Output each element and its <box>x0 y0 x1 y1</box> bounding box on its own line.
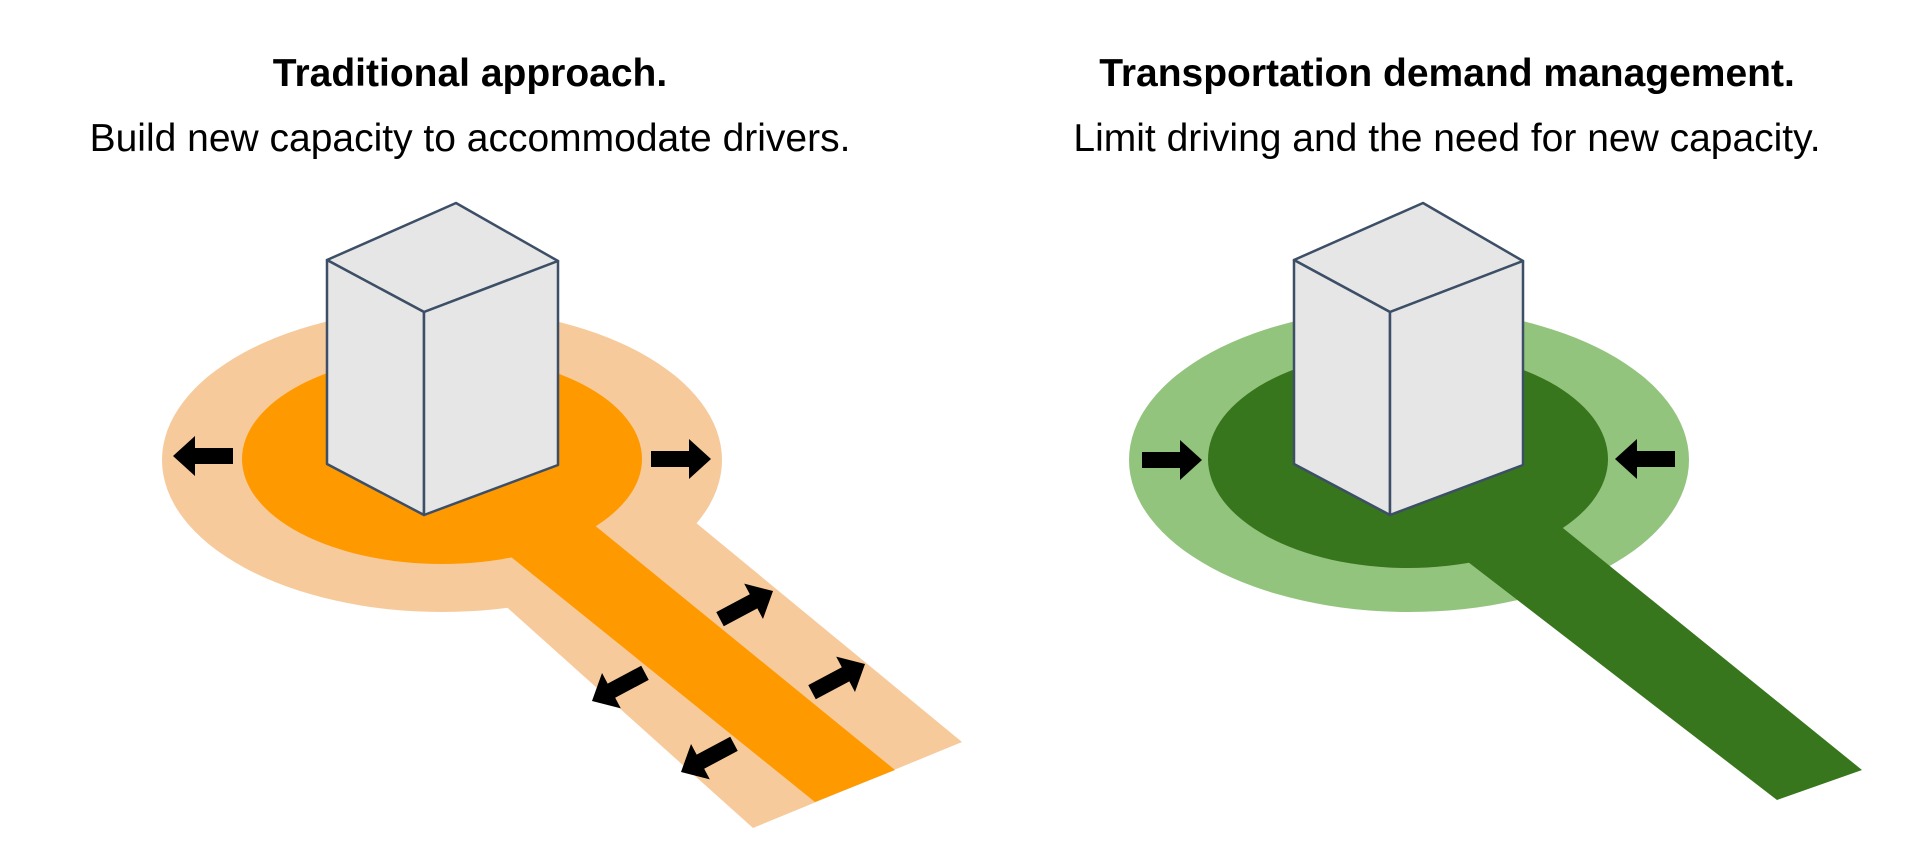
tdm-diagram <box>1129 201 1862 800</box>
traditional-panel: Traditional approach. Build new capacity… <box>89 52 851 160</box>
tdm-subtitle: Limit driving and the need for new capac… <box>1073 117 1821 160</box>
tdm-panel: Transportation demand management. Limit … <box>960 0 1920 854</box>
traditional-title: Traditional approach. <box>272 52 668 95</box>
tdm-building <box>1292 201 1525 517</box>
traditional-building <box>325 201 560 517</box>
traditional-subtitle: Build new capacity to accommodate driver… <box>89 117 851 160</box>
tdm-title: Transportation demand management. <box>1099 52 1795 95</box>
traditional-diagram <box>162 201 962 828</box>
